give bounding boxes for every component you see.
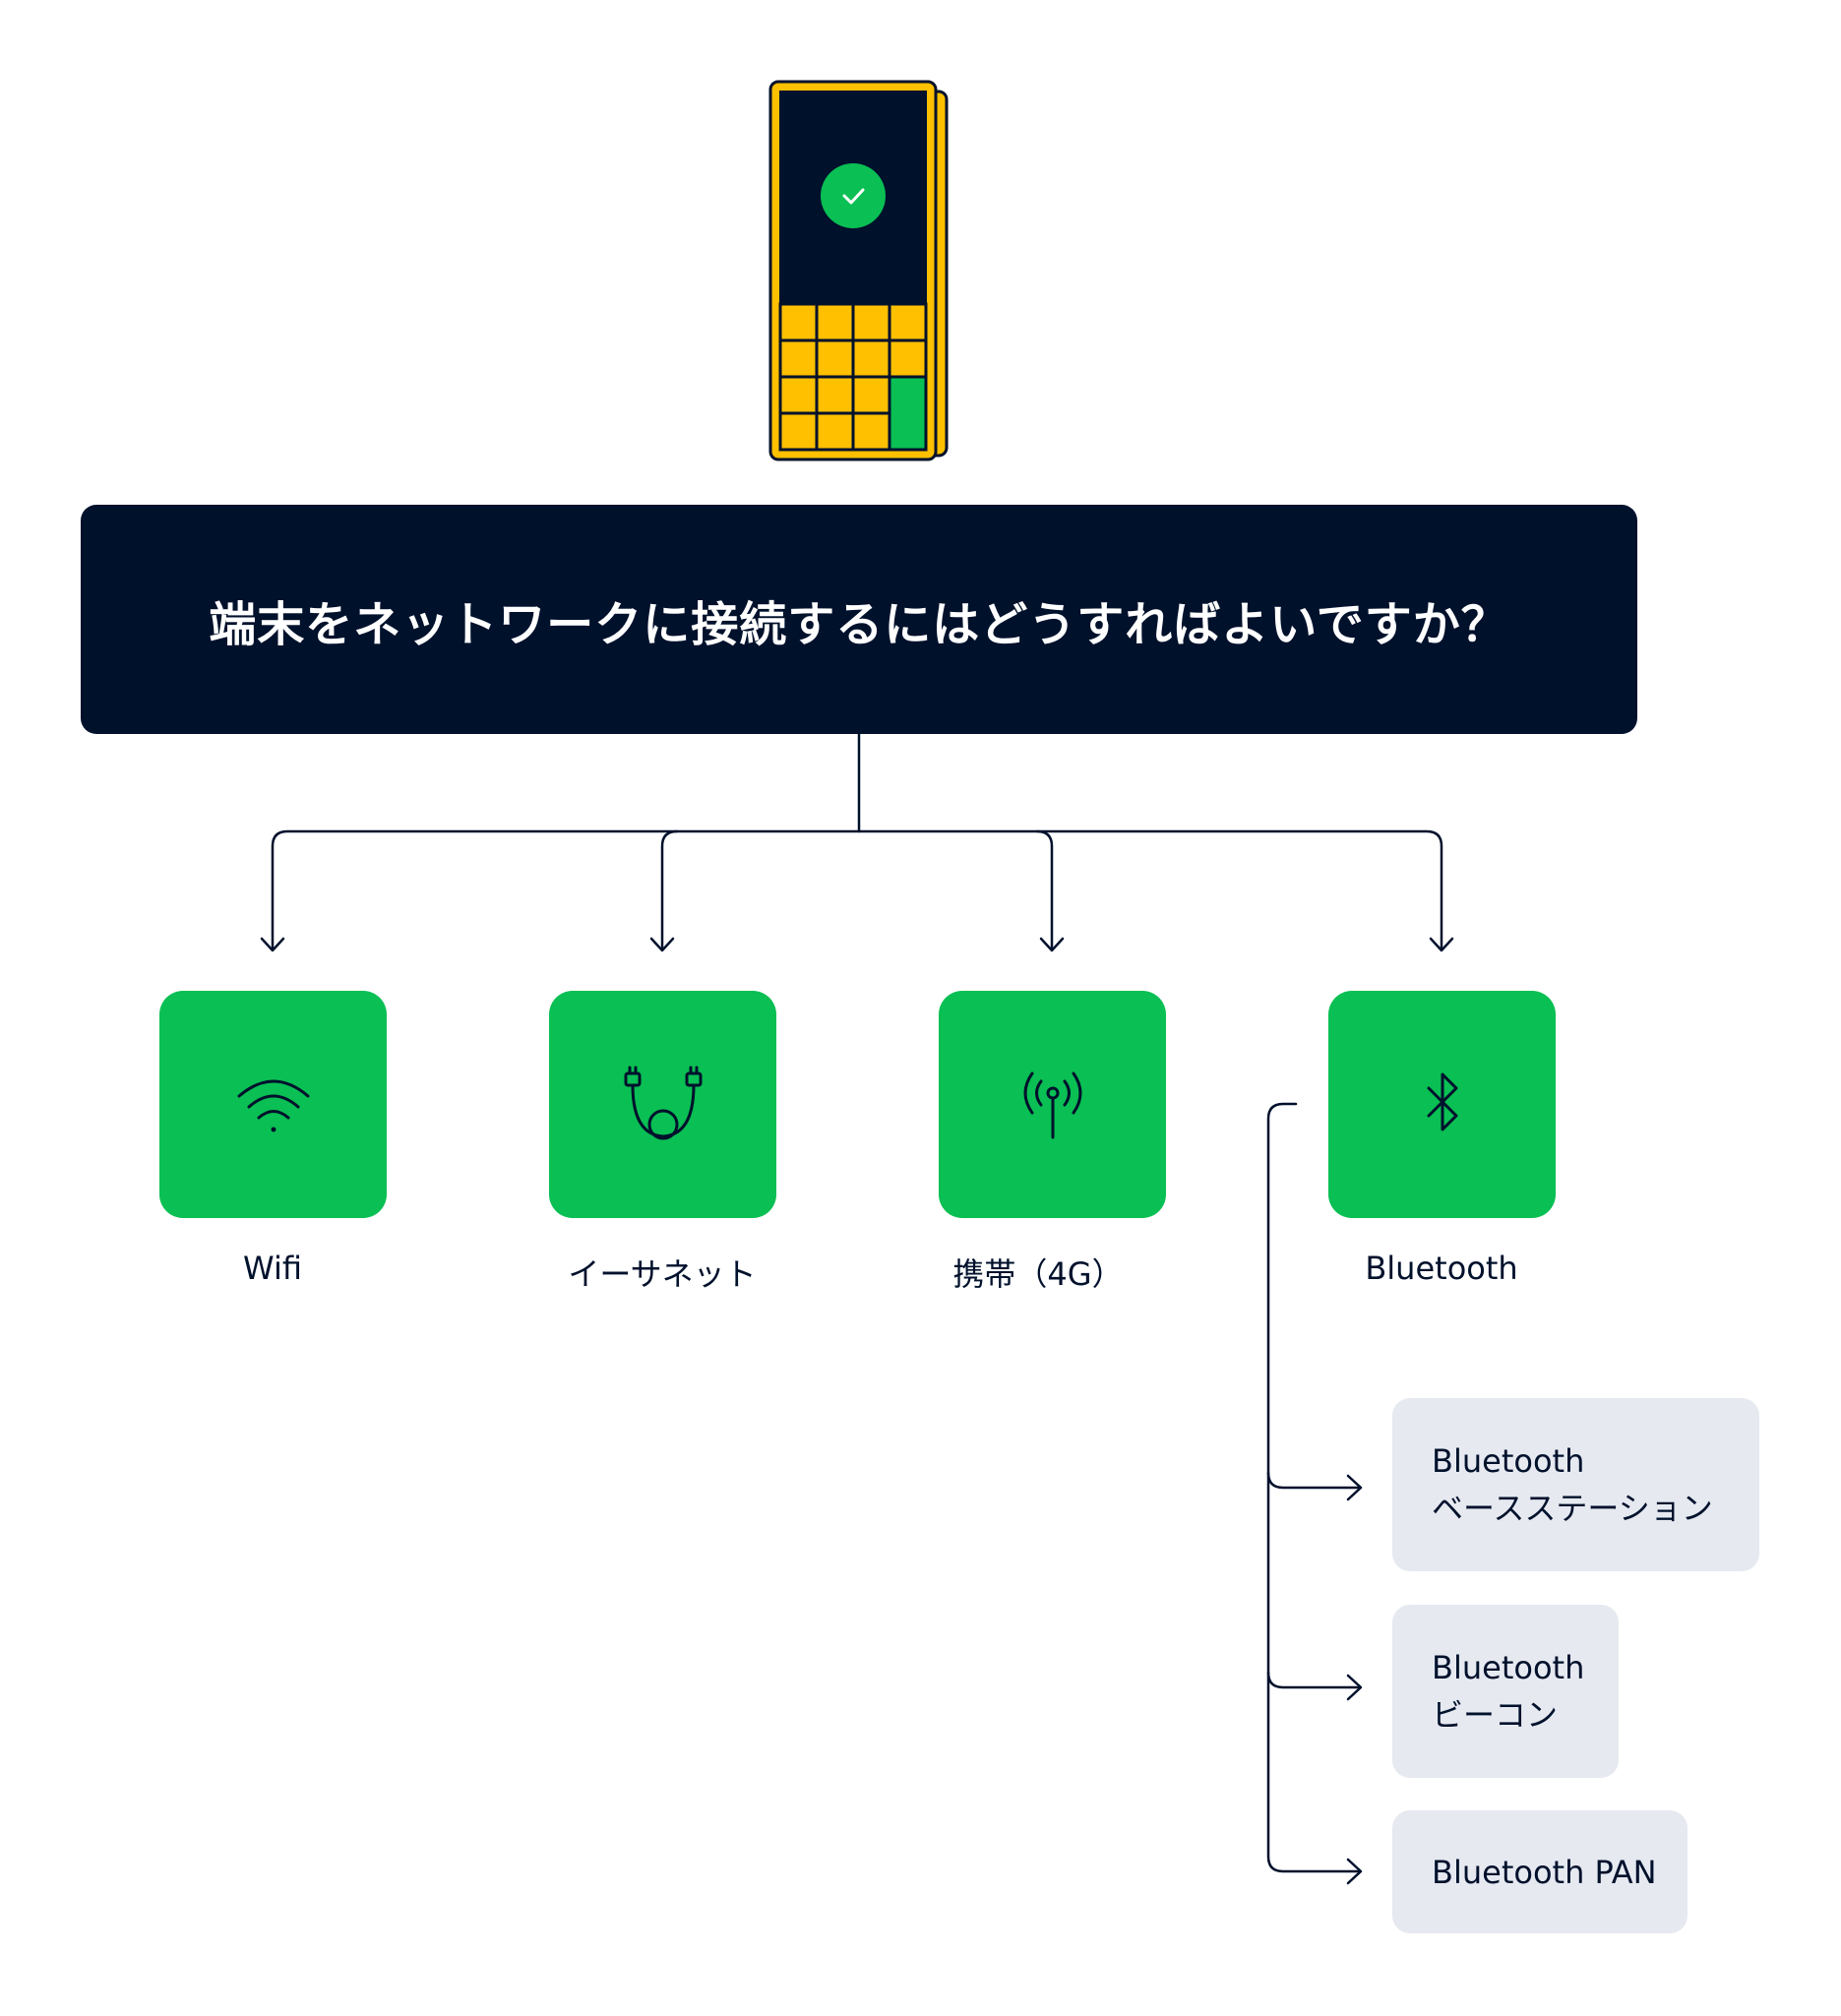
cellular-tile (939, 991, 1166, 1218)
bluetooth-beacon-box: Bluetooth ビーコン (1392, 1605, 1619, 1778)
question-title: 端末をネットワークに接続するにはどうすればよいですか？ (209, 596, 1509, 652)
ethernet-cable-icon (624, 1066, 702, 1139)
sub-option-line2: ベースステーション (1432, 1490, 1713, 1527)
sub-option-line1: Bluetooth (1432, 1649, 1585, 1686)
payment-terminal-icon (768, 80, 949, 461)
sub-option-line2: ビーコン (1432, 1696, 1559, 1734)
wifi-icon (237, 1079, 309, 1131)
ethernet-label: イーサネット (568, 1255, 757, 1293)
bluetooth-base-station-box: Bluetooth ベースステーション (1392, 1398, 1759, 1571)
bluetooth-tile (1328, 991, 1556, 1218)
bluetooth-pan-box: Bluetooth PAN (1392, 1810, 1688, 1933)
enter-key (890, 378, 925, 449)
sub-option-line1: Bluetooth (1432, 1442, 1585, 1480)
cellular-label: 携帯（4G） (952, 1255, 1124, 1293)
ethernet-tile (549, 991, 776, 1218)
bluetooth-label: Bluetooth (1365, 1250, 1518, 1287)
wifi-tile (159, 991, 387, 1218)
wifi-label: Wifi (243, 1250, 302, 1287)
bluetooth-icon (1427, 1072, 1457, 1130)
question-box: 端末をネットワークに接続するにはどうすればよいですか？ (81, 505, 1637, 734)
sub-option-line1: Bluetooth PAN (1432, 1853, 1657, 1891)
cellular-antenna-icon (1023, 1071, 1081, 1138)
checkmark-icon (821, 163, 886, 228)
